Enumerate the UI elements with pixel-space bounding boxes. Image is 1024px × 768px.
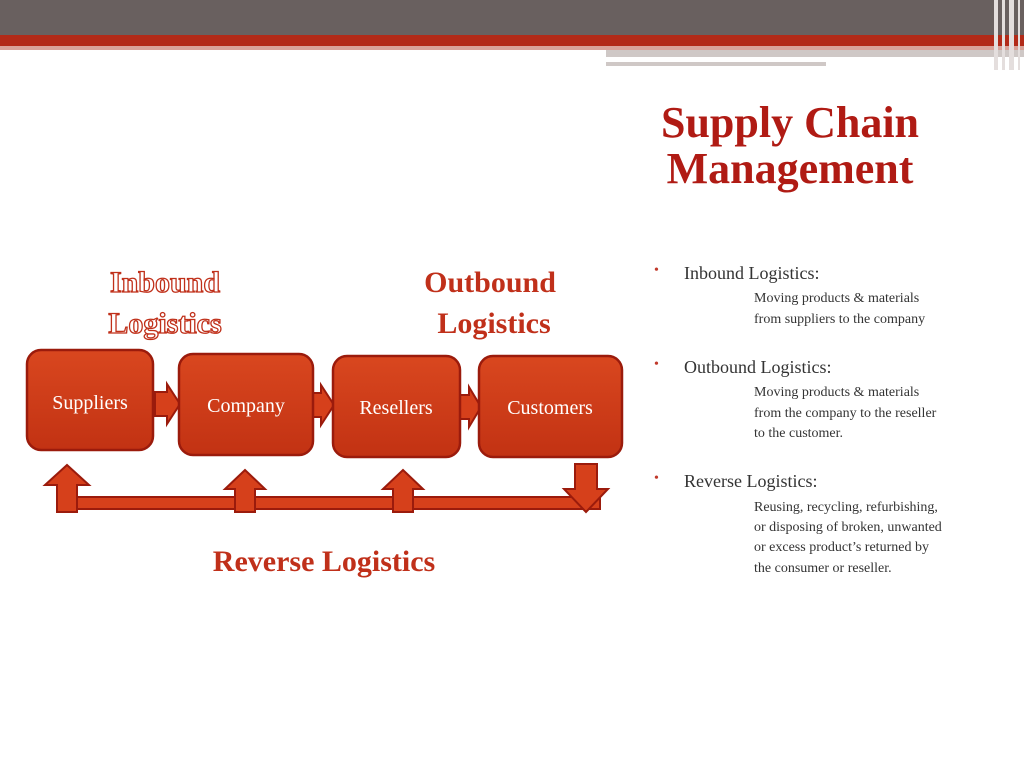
slide-title: Supply Chain Management <box>610 98 970 194</box>
bullet-item: • Inbound Logistics: Moving products & m… <box>650 262 960 330</box>
deco-line <box>994 0 998 70</box>
forward-arrow <box>459 383 483 431</box>
deco-line <box>1002 0 1005 70</box>
reverse-logistics-label: Reverse Logistics <box>213 545 435 578</box>
reverse-up-arrow <box>222 468 268 513</box>
reverse-down-arrow <box>561 463 611 514</box>
header-deco-bars <box>606 50 1024 70</box>
bullet-list: • Inbound Logistics: Moving products & m… <box>650 262 960 605</box>
node-company-label: Company <box>207 395 285 417</box>
bullet-heading: • Reverse Logistics: <box>650 470 960 493</box>
node-customers-box <box>477 354 624 459</box>
deco-bar <box>606 62 826 66</box>
bullet-description: Reusing, recycling, refurbishing, or dis… <box>754 499 942 576</box>
header-deco-lines <box>990 0 1024 70</box>
inbound-label: Inbound <box>110 266 220 299</box>
deco-bar <box>606 50 1024 57</box>
reverse-flow-bar <box>69 496 601 510</box>
bullet-head-text: Reverse Logistics: <box>684 471 818 492</box>
bullet-dot-icon: • <box>654 356 659 372</box>
node-resellers-label: Resellers <box>359 397 433 419</box>
node-suppliers-box <box>25 348 155 452</box>
forward-arrow <box>311 381 336 429</box>
slide-title-line: Management <box>666 144 914 194</box>
header-light-stripe <box>0 46 1024 50</box>
deco-line <box>1009 0 1014 70</box>
header-band <box>0 0 1024 35</box>
bullet-description: Moving products & materials from supplie… <box>754 291 926 327</box>
bullet-dot-icon: • <box>654 263 659 278</box>
bullet-description: Moving products & materials from the com… <box>754 385 937 441</box>
header-accent-stripe <box>0 35 1024 46</box>
bullet-item: • Reverse Logistics: Reusing, recycling,… <box>650 470 960 579</box>
deco-line <box>1018 0 1020 70</box>
forward-arrow <box>154 380 182 428</box>
outbound-label: Outbound <box>424 266 556 299</box>
bullet-item: • Outbound Logistics: Moving products & … <box>650 356 960 444</box>
node-company-box <box>177 352 315 457</box>
outbound-label: Logistics <box>437 307 550 340</box>
bullet-head-text: Outbound Logistics: <box>684 356 832 377</box>
node-customers-label: Customers <box>507 397 593 419</box>
bullet-head-text: Inbound Logistics: <box>684 263 820 283</box>
node-suppliers-label: Suppliers <box>52 392 128 414</box>
bullet-dot-icon: • <box>654 471 659 487</box>
inbound-label: Logistics <box>108 307 221 340</box>
node-resellers-box <box>331 354 462 459</box>
bullet-heading: • Outbound Logistics: <box>650 356 960 379</box>
bullet-heading: • Inbound Logistics: <box>650 262 960 285</box>
reverse-up-arrow <box>42 463 92 513</box>
supply-chain-diagram: Inbound Logistics Outbound Logistics Sup… <box>25 265 624 578</box>
reverse-up-arrow <box>380 468 426 513</box>
slide-title-line: Supply Chain <box>660 98 920 147</box>
